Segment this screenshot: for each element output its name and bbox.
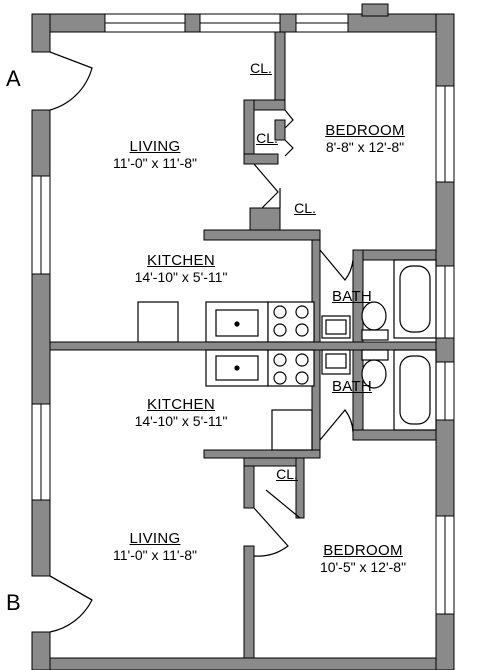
unit-a-bath-label: BATH bbox=[331, 288, 373, 305]
unit-b-bedroom-label: BEDROOM 10'-5" x 12'-8" bbox=[288, 542, 438, 575]
party-wall bbox=[49, 341, 437, 351]
room-name: BEDROOM bbox=[323, 542, 403, 559]
unit-b-living-label: LIVING 11'-0" x 11'-8" bbox=[70, 530, 240, 563]
room-name: LIVING bbox=[129, 138, 181, 155]
unit-b-walls bbox=[203, 349, 437, 659]
room-name: LIVING bbox=[129, 530, 181, 547]
bath-b-fixtures bbox=[321, 349, 437, 431]
unit-a-closet-1-label: CL. bbox=[250, 60, 272, 76]
unit-b-doors bbox=[253, 409, 354, 557]
bath-a-fixtures bbox=[321, 259, 437, 341]
unit-a-closet-3-label: CL. bbox=[294, 200, 316, 216]
room-dims: 11'-0" x 11'-8" bbox=[112, 547, 198, 564]
unit-a-doors bbox=[253, 109, 354, 281]
unit-b-bath-label: BATH bbox=[331, 378, 373, 395]
room-dims: 14'-10" x 5'-11" bbox=[134, 269, 228, 286]
room-name: BEDROOM bbox=[325, 122, 405, 139]
room-dims: 8'-8" x 12'-8" bbox=[325, 139, 405, 156]
kitchen-a-fixtures bbox=[137, 301, 315, 343]
unit-b-closet-label: CL. bbox=[276, 466, 298, 482]
unit-b-kitchen-label: KITCHEN 14'-10" x 5'-11" bbox=[96, 396, 266, 429]
unit-a-closet-2-label: CL. bbox=[256, 130, 278, 146]
entry-doors bbox=[49, 51, 93, 633]
unit-a-kitchen-label: KITCHEN 14'-10" x 5'-11" bbox=[96, 252, 266, 285]
unit-marker-a: A bbox=[6, 66, 21, 91]
room-dims: 11'-0" x 11'-8" bbox=[112, 155, 198, 172]
room-dims: 14'-10" x 5'-11" bbox=[134, 413, 228, 430]
room-name: KITCHEN bbox=[147, 252, 215, 269]
unit-a-walls bbox=[203, 31, 437, 345]
unit-marker-b: B bbox=[6, 590, 21, 615]
kitchen-b-fixtures bbox=[205, 349, 315, 451]
windows bbox=[31, 13, 455, 615]
room-dims: 10'-5" x 12'-8" bbox=[319, 559, 407, 576]
unit-a-bedroom-label: BEDROOM 8'-8" x 12'-8" bbox=[290, 122, 440, 155]
room-name: KITCHEN bbox=[147, 396, 215, 413]
unit-a-living-label: LIVING 11'-0" x 11'-8" bbox=[70, 138, 240, 171]
